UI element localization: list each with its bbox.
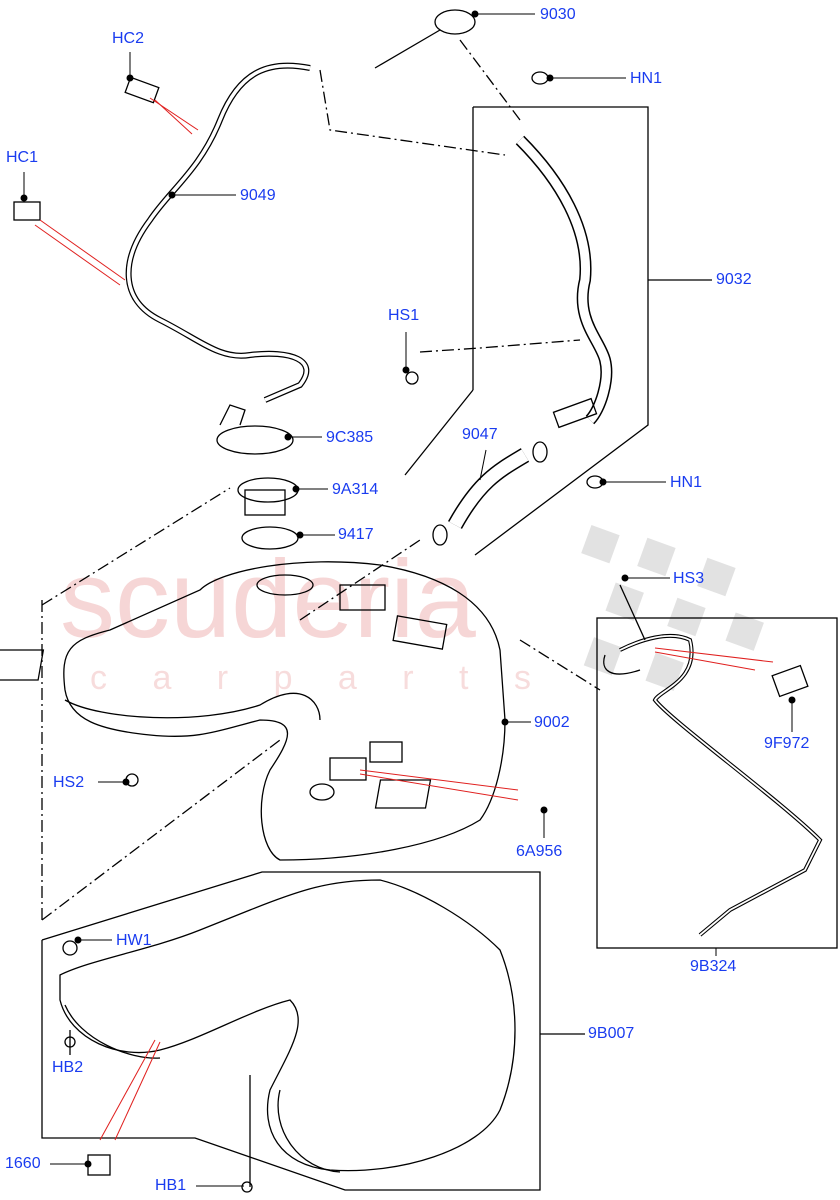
- watermark-checker: [581, 524, 764, 691]
- label-9b007: 9B007: [588, 1025, 635, 1042]
- label-9c385: 9C385: [326, 429, 374, 446]
- label-hs1: HS1: [388, 307, 420, 324]
- seal-9c385: [216, 425, 294, 455]
- label-1660: 1660: [5, 1155, 41, 1172]
- sensor-9f972: [771, 664, 809, 698]
- clip-hn1: [531, 71, 549, 85]
- label-hn1-top: HN1: [630, 70, 663, 87]
- label-9f972: 9F972: [764, 735, 810, 752]
- clip-hc2: [124, 76, 160, 104]
- label-9a314: 9A314: [332, 481, 379, 498]
- label-hc2: HC2: [112, 30, 145, 47]
- label-hw1: HW1: [116, 932, 152, 949]
- label-9b324: 9B324: [690, 958, 737, 975]
- label-hs3: HS3: [673, 570, 705, 587]
- fuel-tank-9002: [63, 561, 506, 861]
- label-9030: 9030: [540, 6, 576, 23]
- label-hn1-mid: HN1: [670, 474, 703, 491]
- bracket-9032: [473, 106, 649, 556]
- underbody-shield-9b007: [59, 879, 516, 1172]
- clip-hc1: [13, 201, 41, 221]
- label-hb2: HB2: [52, 1059, 84, 1076]
- label-9032: 9032: [716, 271, 752, 288]
- label-9047: 9047: [462, 426, 498, 443]
- bolt-hs1: [405, 371, 419, 385]
- filler-neck-9032: [515, 135, 613, 425]
- bracket-9b007: [41, 871, 541, 1191]
- label-9002: 9002: [534, 714, 570, 731]
- watermark-logo: scuderia: [60, 538, 476, 661]
- pad-6a956: [374, 779, 432, 809]
- label-6a956: 6A956: [516, 843, 563, 860]
- label-9049: 9049: [240, 187, 276, 204]
- label-hc1: HC1: [6, 149, 39, 166]
- watermark-logo-sub: c a r p a r t s: [90, 659, 549, 697]
- label-hs2: HS2: [53, 774, 85, 791]
- filler-cap-9030: [434, 9, 476, 35]
- label-9417: 9417: [338, 526, 374, 543]
- washer-hw1: [62, 940, 78, 956]
- ring-9417: [241, 526, 299, 550]
- label-hb1: HB1: [155, 1177, 187, 1194]
- box-9b324: [596, 617, 838, 949]
